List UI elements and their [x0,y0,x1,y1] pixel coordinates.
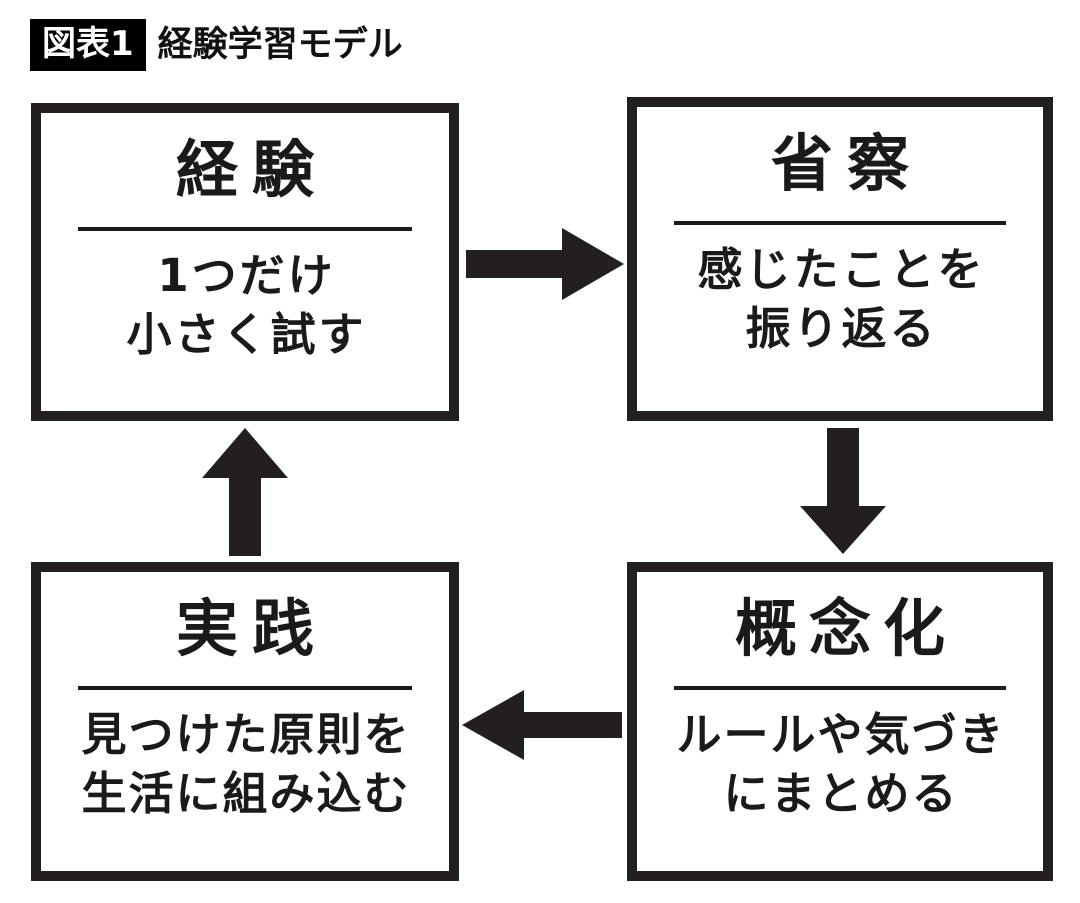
node-experience-divider [77,227,413,231]
node-reflection-body-line-1: 感じたことを [697,243,986,296]
arrow-down-icon [800,428,886,554]
node-conceptualization-divider [673,686,1007,690]
node-reflection: 省察 感じたことを 振り返る [627,97,1053,421]
node-practice-body: 見つけた原則を 生活に組み込む [79,706,410,823]
arrow-up-icon [202,428,288,556]
node-reflection-divider [673,221,1007,225]
node-experience-body-line-2: 小さく試す [126,307,367,361]
node-reflection-body-line-2: 振り返る [745,301,938,355]
node-practice: 実践 見つけた原則を 生活に組み込む [31,562,459,881]
node-conceptualization-body-line-1: ルールや気づき [676,708,1006,761]
node-practice-body-line-2: 生活に組み込む [81,766,411,820]
node-practice-title: 実践 [175,592,328,665]
node-experience: 経験 1つだけ 小さく試す [31,103,459,421]
node-practice-divider [77,686,413,690]
node-conceptualization: 概念化 ルールや気づき にまとめる [627,562,1053,881]
node-experience-body-line-1: 1つだけ [157,249,336,302]
arrow-right-icon [466,228,624,300]
node-conceptualization-body-line-2: にまとめる [723,766,959,820]
node-conceptualization-body: ルールや気づき にまとめる [674,706,1005,823]
figure-number-badge: 図表1 [30,19,146,71]
page-title: 経験学習モデル [157,24,403,65]
node-reflection-title: 省察 [770,127,923,200]
figure-header: 図表1 経験学習モデル [30,18,403,72]
node-experience-title: 経験 [175,133,328,206]
node-conceptualization-title: 概念化 [734,592,957,665]
node-reflection-body: 感じたことを 振り返る [694,241,985,358]
node-practice-body-line-1: 見つけた原則を [81,708,411,761]
arrow-left-icon [462,690,622,760]
node-experience-body: 1つだけ 小さく試す [123,247,366,364]
